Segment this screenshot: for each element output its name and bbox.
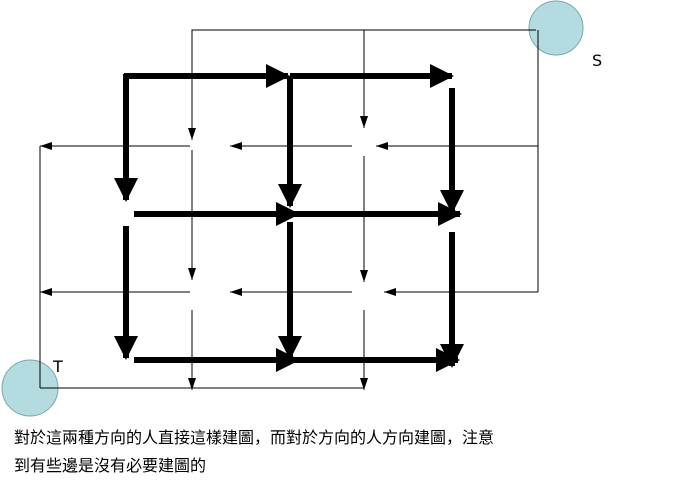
thin-edge [188,29,536,140]
source-node [528,0,584,56]
flow-network-diagram: S T [1,0,602,417]
caption-line-1: 對於這兩種方向的人直接這樣建圖，而對於方向的人方向建圖，注意 [14,428,495,447]
source-label: S [592,51,602,70]
caption-line-2: 到有些邊是沒有必要建圖的 [14,456,207,475]
thick-edges [114,64,464,372]
sink-label: T [52,357,63,376]
thin-edges [39,29,539,390]
caption: 對於這兩種方向的人直接這樣建圖，而對於方向的人方向建圖，注意 到有些邊是沒有必要… [14,424,654,480]
